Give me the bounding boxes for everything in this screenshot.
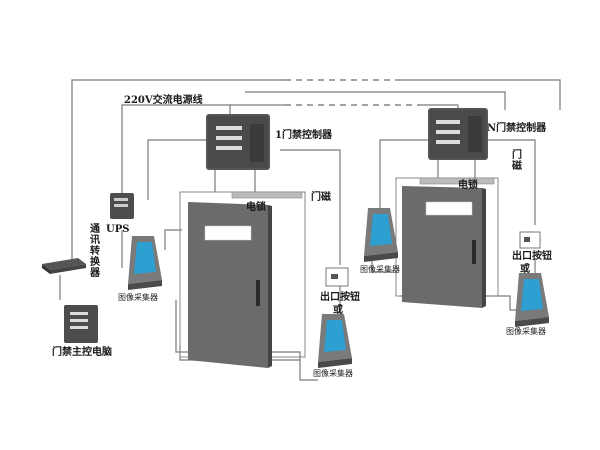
vertical-label-char: 器 bbox=[89, 267, 101, 279]
ups-icon bbox=[110, 193, 134, 219]
door-icon bbox=[395, 177, 499, 308]
controller-1-label: 1门禁控制器 bbox=[275, 128, 333, 141]
reader-right-inside-label: 图像采集器 bbox=[360, 264, 400, 274]
server-icon bbox=[206, 114, 270, 170]
exit-button-right-label: 出口按钮 bbox=[512, 249, 552, 262]
magnet-left-label: 门磁 bbox=[311, 190, 331, 203]
vertical-label-char: 讯 bbox=[90, 233, 100, 246]
vertical-label-char: 通 bbox=[90, 223, 100, 235]
lock-left-label: 电锁 bbox=[246, 200, 266, 213]
reader-left-outside-label: 图像采集器 bbox=[313, 368, 353, 378]
door-icon bbox=[179, 191, 306, 368]
ups-label: UPS bbox=[106, 224, 129, 235]
reader-left-inside-label: 图像采集器 bbox=[118, 292, 158, 302]
vertical-label-char: 转 bbox=[90, 244, 100, 257]
vertical-label-char: 换 bbox=[90, 255, 101, 268]
vertical-label-char: 磁 bbox=[512, 159, 522, 172]
magnet-right-label: 门磁 bbox=[512, 148, 522, 172]
exit-button-right-or-label: 或 bbox=[520, 262, 530, 275]
host-label: 门禁主控电脑 bbox=[52, 345, 112, 358]
reader-icon bbox=[128, 236, 162, 290]
button-icon bbox=[325, 267, 349, 287]
reader-icon bbox=[364, 208, 398, 262]
button-icon bbox=[519, 231, 541, 249]
server-icon bbox=[428, 108, 488, 160]
computer-icon bbox=[64, 305, 98, 343]
reader-right-outside-label: 图像采集器 bbox=[506, 326, 546, 336]
vertical-label-char: 门 bbox=[512, 148, 522, 161]
exit-button-left-label: 出口按钮 bbox=[320, 290, 360, 303]
lock-right-label: 电锁 bbox=[458, 178, 478, 191]
exit-button-left-or-label: 或 bbox=[333, 303, 343, 316]
controller-n-label: N门禁控制器 bbox=[487, 121, 547, 134]
power-line-label: 220V交流电源线 bbox=[124, 93, 203, 106]
reader-icon bbox=[318, 314, 352, 368]
switch-icon bbox=[42, 258, 86, 274]
reader-icon bbox=[515, 273, 549, 327]
